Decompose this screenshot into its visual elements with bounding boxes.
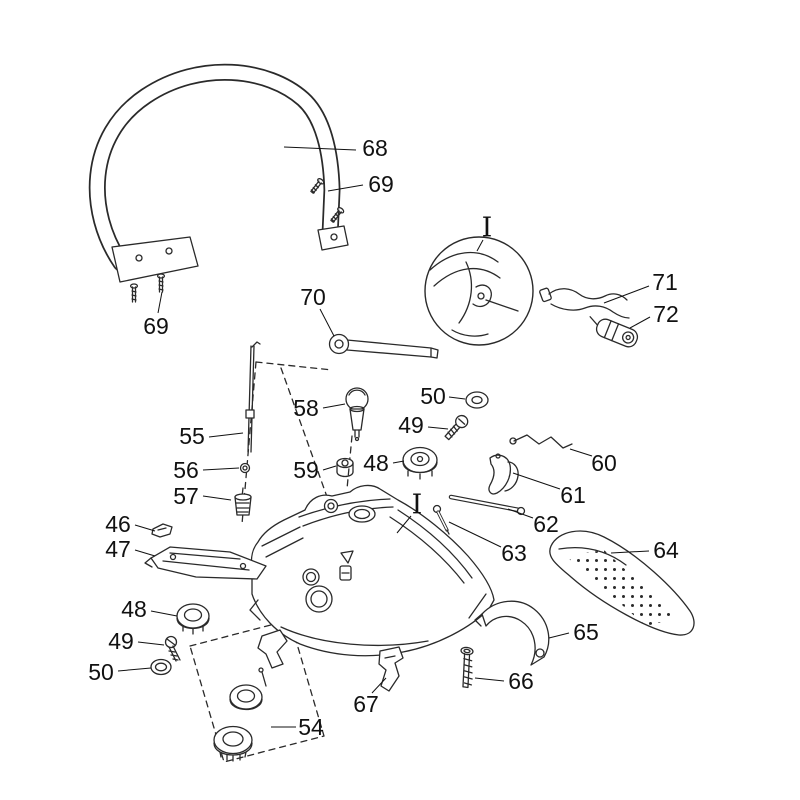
part-49-screw-lower [164,635,181,662]
detail-marker-I2: I [412,490,423,521]
leader-line-I1 [476,239,484,252]
detail-view-circle [424,236,534,346]
part-48-cap-upper [402,446,438,480]
part-48-cap-lower [176,603,210,635]
leader-line-47 [134,549,156,557]
leader-line-72 [629,316,651,329]
part-tank-housing [249,484,495,657]
callout-label-55: 55 [179,423,205,449]
callout-label-68: 68 [362,135,388,161]
callout-label-69b: 69 [143,313,169,339]
callout-label-69a: 69 [368,171,394,197]
part-58-knob [345,387,369,442]
leader-line-70 [319,308,335,337]
leader-line-57 [202,495,232,501]
leader-line-66 [474,677,505,682]
part-55-rod [245,341,261,453]
callout-label-47: 47 [105,536,131,562]
leader-line-69a [327,184,364,192]
leader-line-63 [448,521,502,548]
callout-label-50b: 50 [88,659,114,685]
callout-label-57: 57 [173,483,199,509]
callout-label-71: 71 [652,269,678,295]
leader-line-49a [427,426,449,430]
part-47-guard-plate [144,546,267,580]
callout-label-59: 59 [293,457,319,483]
leader-line-71 [603,285,650,304]
callout-label-66: 66 [508,668,534,694]
part-61-trigger-lockout [488,453,519,495]
callout-label-46: 46 [105,511,131,537]
part-54-cap-kit [213,629,288,762]
leader-line-46 [134,524,156,532]
part-60-spring-wire [509,434,573,449]
leader-line-55 [208,432,244,438]
part-50-grommet-upper [465,391,489,409]
leader-line-59 [322,465,337,471]
leader-line-69b [157,291,163,314]
callout-label-72: 72 [653,301,679,327]
callout-label-54: 54 [298,714,324,740]
part-50-ring-lower [150,658,172,676]
leader-line-50b [117,667,152,672]
part-70-wrench [328,333,439,359]
part-72-valve [589,316,639,348]
leader-line-58 [322,403,346,409]
part-63-pin [432,504,450,535]
part-46-clip [151,523,173,538]
leader-line-48b [150,610,178,617]
callout-label-70: 70 [300,284,326,310]
callout-label-67: 67 [353,691,379,717]
callout-label-50a: 50 [420,383,446,409]
leader-line-62 [507,508,534,519]
leader-line-65 [548,632,570,639]
callout-label-61: 61 [560,482,586,508]
part-64-grip-cover [549,530,695,636]
callout-label-65: 65 [573,619,599,645]
callout-label-49b: 49 [108,628,134,654]
callout-label-62: 62 [533,511,559,537]
leader-line-50a [448,396,466,400]
leader-line-48a [392,460,405,464]
leader-line-67 [371,677,387,694]
callout-label-48a: 48 [363,450,389,476]
part-67-bracket [378,646,404,692]
part-71-hose [539,287,630,319]
leader-line-68 [283,146,357,151]
part-59-bushing [336,457,354,478]
callout-label-48b: 48 [121,596,147,622]
leader-line-60 [569,448,593,457]
part-57-cap [234,487,252,516]
detail-marker-I1: I [482,213,493,244]
callout-label-63: 63 [501,540,527,566]
part-65-handle-brace [474,600,550,666]
part-68-front-handle [88,63,349,283]
leader-line-61 [512,472,561,490]
diagram-artwork [88,63,695,763]
leader-lines [117,146,651,728]
part-66-screw [460,646,474,689]
callout-label-60: 60 [591,450,617,476]
callout-label-58: 58 [293,395,319,421]
part-69-screws [129,178,345,303]
part-49-screw-upper [444,414,469,441]
part-56-washer [239,462,251,474]
leader-line-64 [610,550,650,554]
callout-label-49a: 49 [398,412,424,438]
callout-label-56: 56 [173,457,199,483]
part-62-rod-pin [448,494,526,516]
callout-label-64: 64 [653,537,679,563]
leader-line-I2 [396,515,412,534]
leader-line-49b [137,641,165,646]
leader-line-56 [202,467,240,471]
